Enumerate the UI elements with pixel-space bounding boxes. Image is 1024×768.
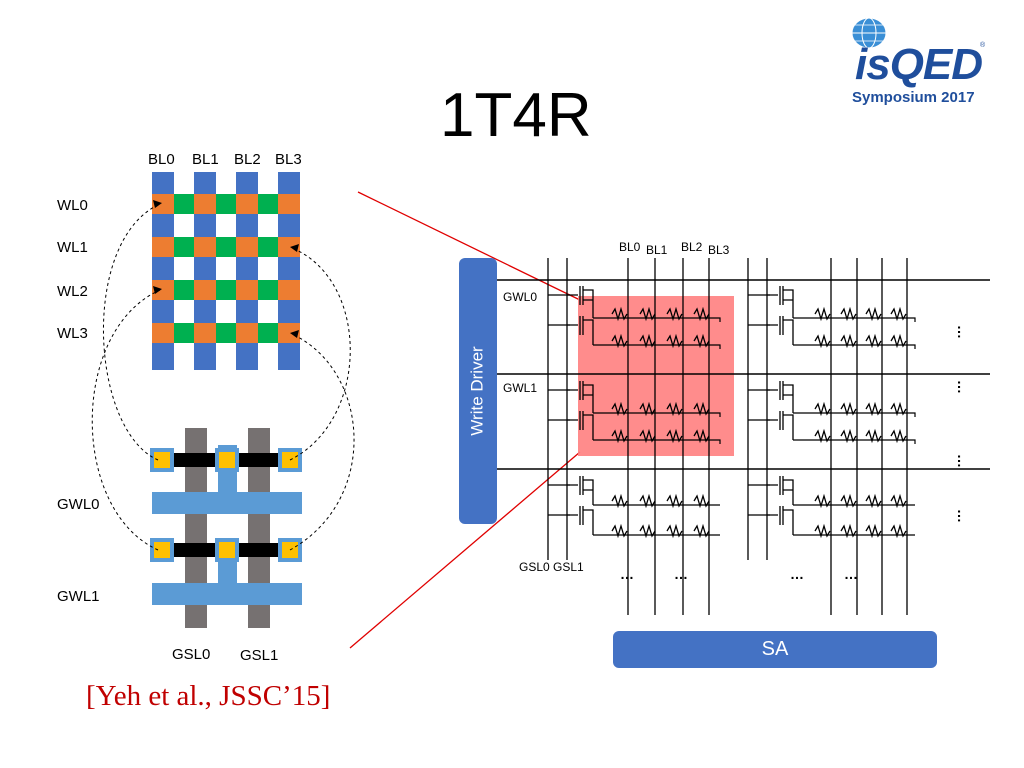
schematic-gwl-label: GWL1 <box>503 381 538 395</box>
crossbar-wl-label: WL2 <box>57 283 88 300</box>
layout-gwl-label: GWL0 <box>57 496 100 513</box>
crossbar-wl-label: WL3 <box>57 325 88 342</box>
contact-pad <box>154 542 170 558</box>
logo-subtitle: Symposium 2017 <box>852 89 975 106</box>
layout-gwl-label: GWL1 <box>57 588 100 605</box>
transistors <box>567 286 794 535</box>
gsl-pillar <box>248 428 270 628</box>
resistor-elements <box>611 306 907 539</box>
crossbar-bitline <box>152 172 174 370</box>
crossbar-wl-label: WL0 <box>57 197 88 214</box>
ellipsis-vertical: … <box>955 380 971 394</box>
crossbar-cells <box>152 194 300 343</box>
crossbar-bitline <box>236 172 258 370</box>
schematic-bl-label: BL2 <box>681 240 703 254</box>
citation: [Yeh et al., JSSC’15] <box>86 680 331 712</box>
schematic-bl-label: BL1 <box>646 243 668 257</box>
sense-amp-block: SA <box>613 631 937 668</box>
ellipsis-vertical: … <box>955 454 971 468</box>
layout-gsl-label: GSL0 <box>172 646 211 663</box>
schematic-gsl-label: GSL0 GSL1 <box>519 560 584 574</box>
logo-wordmark: isQED <box>855 40 983 89</box>
gwl-plate <box>152 492 302 514</box>
write-driver-label: Write Driver <box>468 346 488 436</box>
page-title: 1T4R <box>440 81 592 150</box>
write-driver-label-wrap: Write Driver <box>459 258 497 524</box>
crossbar-wordline <box>152 323 300 343</box>
crossbar-wl-label: WL1 <box>57 239 88 256</box>
ellipsis: … <box>790 566 804 582</box>
ellipsis: … <box>620 566 634 582</box>
gwl-arrows <box>548 294 770 516</box>
crossbar-wordline <box>152 280 300 300</box>
arrow-heads <box>153 200 299 338</box>
ellipsis: … <box>844 566 858 582</box>
crossbar-bitline <box>194 172 216 370</box>
gwl-plate <box>152 583 302 605</box>
logo-registered-mark: ® <box>980 42 986 49</box>
schematic-wordlines <box>497 279 990 470</box>
ellipsis-vertical: … <box>955 509 971 523</box>
crossbar-wordline <box>152 237 300 257</box>
crossbar-bl-label: BL0 <box>148 151 175 168</box>
zoom-line <box>349 451 581 649</box>
highlight-region <box>578 296 734 456</box>
ellipsis-vertical: … <box>955 325 971 339</box>
crossbar-bl-label: BL1 <box>192 151 219 168</box>
mapping-arrows <box>91 203 355 551</box>
ellipsis: … <box>674 566 688 582</box>
crossbar-bl-label: BL3 <box>275 151 302 168</box>
crossbar-bl-label: BL2 <box>234 151 261 168</box>
schematic-bl-label: BL0 <box>619 240 641 254</box>
crossbar-wordline <box>152 194 300 214</box>
globe-icon <box>851 17 887 49</box>
write-driver-block <box>459 258 497 524</box>
crossbar-bitline <box>278 172 300 370</box>
schematic-bl-label: BL3 <box>708 243 730 257</box>
layout-gsl-label: GSL1 <box>240 647 279 664</box>
contact-pad <box>154 452 170 468</box>
zoom-line <box>357 191 581 301</box>
contact-pad <box>219 452 235 468</box>
contact-pad <box>219 542 235 558</box>
schematic-gwl-label: GWL0 <box>503 290 538 304</box>
gsl-pillar <box>185 428 207 628</box>
